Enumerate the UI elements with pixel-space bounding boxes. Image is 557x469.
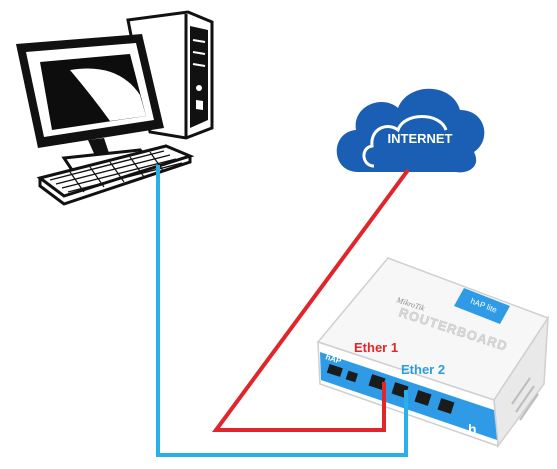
computer-icon bbox=[16, 10, 214, 206]
usb-port bbox=[326, 364, 343, 377]
power-port bbox=[345, 370, 358, 383]
wan-cable bbox=[212, 168, 410, 432]
pc-keyboard bbox=[36, 144, 195, 206]
ethernet-port-3 bbox=[414, 390, 432, 406]
router-device: hAP h MikroTik ROUTERBOARD hAP lite bbox=[316, 257, 550, 449]
ethernet-port-4 bbox=[437, 398, 455, 414]
router-model-badge: hAP lite bbox=[454, 288, 510, 324]
router-front-strip bbox=[320, 352, 497, 440]
ethernet-ports bbox=[368, 374, 455, 414]
cloud-label: INTERNET bbox=[388, 131, 453, 146]
cloud-shape bbox=[336, 88, 485, 173]
router-corner-glyph: h bbox=[468, 421, 477, 437]
pc-monitor bbox=[16, 34, 164, 172]
internet-cloud-icon: INTERNET bbox=[336, 88, 485, 173]
lan-cable bbox=[156, 165, 408, 457]
ethernet-port-1 bbox=[368, 374, 386, 390]
ether1-label: Ether 1 bbox=[354, 340, 398, 355]
ether2-label: Ether 2 bbox=[401, 362, 445, 377]
